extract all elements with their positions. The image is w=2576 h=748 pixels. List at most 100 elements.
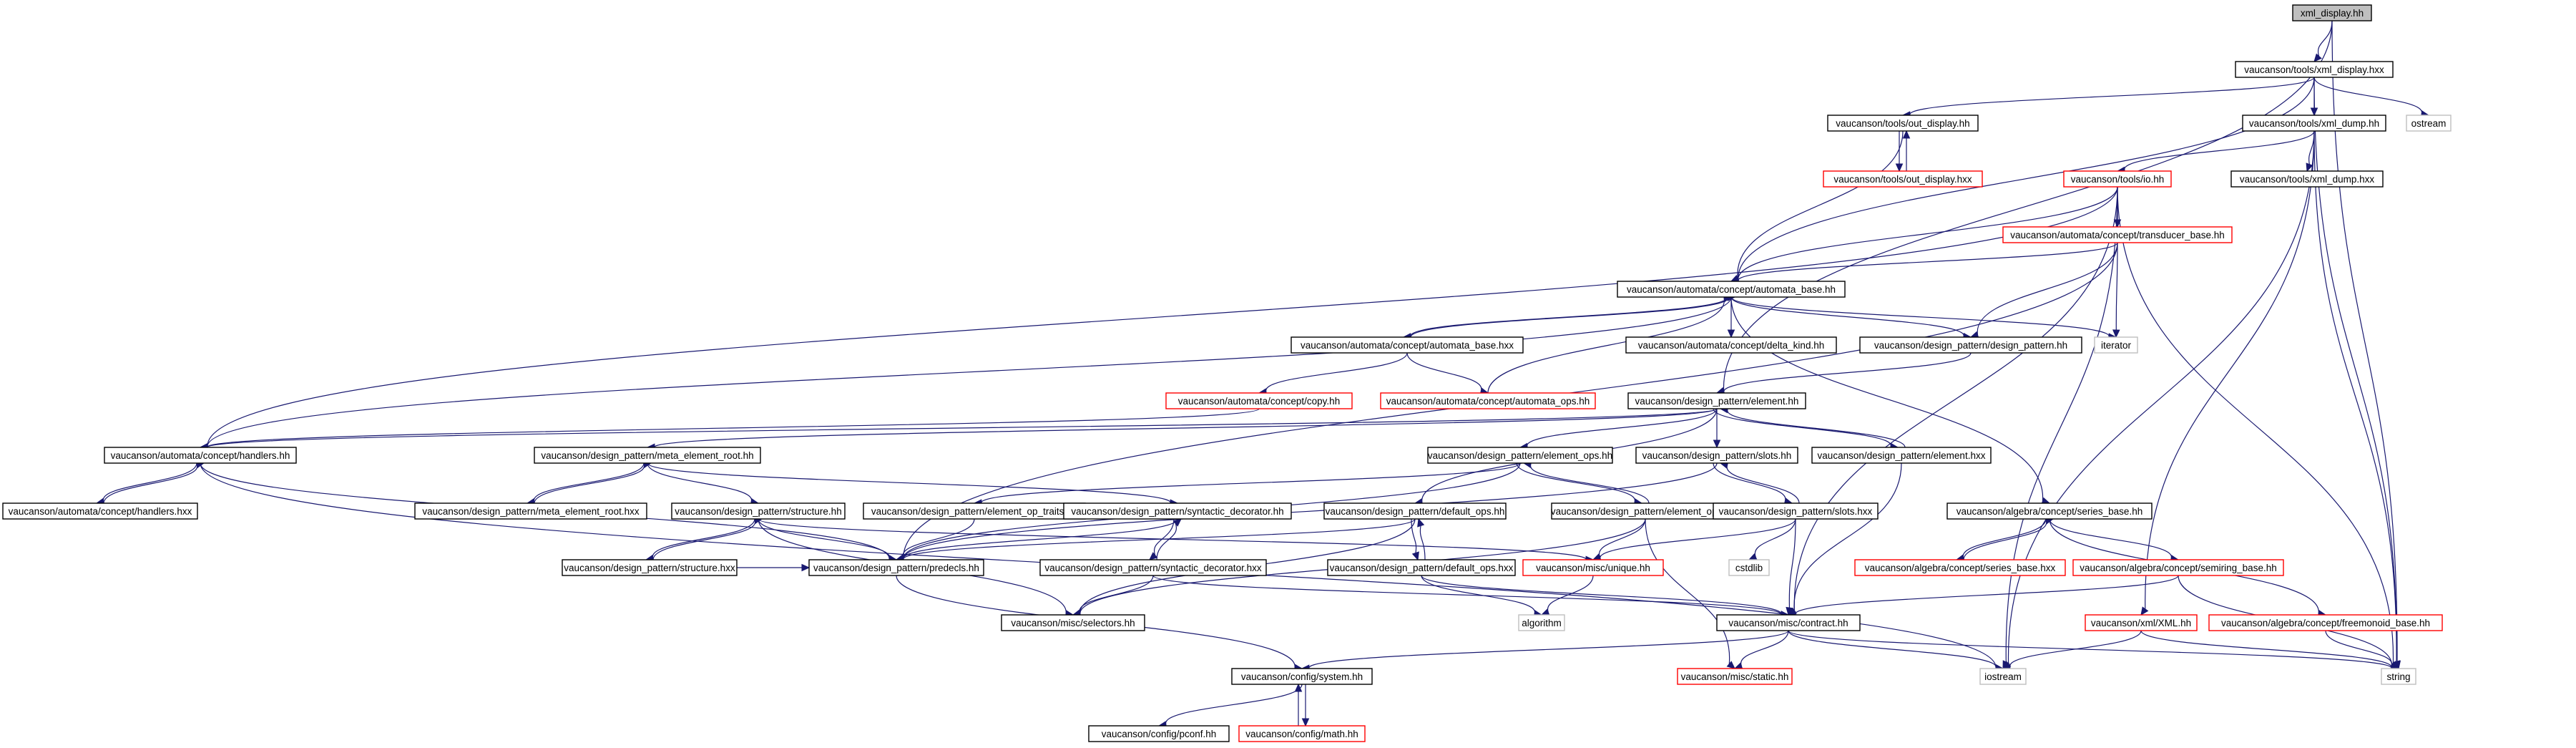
node-iostream[interactable]: iostream <box>1979 668 2027 685</box>
node-automata-ops-hh[interactable]: vaucanson/automata/concept/automata_ops.… <box>1380 392 1596 409</box>
edge-out-display-hh-to-automata-base-hh <box>1730 130 1904 282</box>
node-syntactic-decorator-hxx[interactable]: vaucanson/design_pattern/syntactic_decor… <box>1039 559 1267 576</box>
node-io-hh[interactable]: vaucanson/tools/io.hh <box>2063 170 2172 188</box>
edge-arrowhead <box>2140 606 2149 616</box>
edge-line <box>652 518 755 559</box>
node-handlers-hxx[interactable]: vaucanson/automata/concept/handlers.hxx <box>2 502 198 520</box>
node-meta-element-root-hxx[interactable]: vaucanson/design_pattern/meta_element_ro… <box>414 502 647 520</box>
node-box <box>2094 336 2138 354</box>
node-series-base-hxx[interactable]: vaucanson/algebra/concept/series_base.hx… <box>1854 559 2066 576</box>
node-label: vaucanson/design_pattern/slots.hh <box>1642 450 1792 461</box>
edge-line <box>2313 77 2422 115</box>
edge-line <box>1547 575 1594 613</box>
edge-default-ops-hxx-to-default-ops-hh <box>1417 518 1426 560</box>
node-out-display-hxx[interactable]: vaucanson/tools/out_display.hxx <box>1823 170 1983 188</box>
node-ostream[interactable]: ostream <box>2406 115 2452 132</box>
node-root[interactable]: xml_display.hh <box>2292 4 2372 21</box>
node-label: vaucanson/misc/static.hh <box>1681 671 1789 682</box>
edge-xml-display-hxx-to-string <box>2313 77 2401 670</box>
node-label: vaucanson/automata/concept/transducer_ba… <box>2010 230 2224 241</box>
edge-line <box>2331 20 2398 662</box>
node-series-base-hh[interactable]: vaucanson/algebra/concept/series_base.hh <box>1946 502 2153 520</box>
node-label: vaucanson/design_pattern/element.hxx <box>1818 450 1986 461</box>
edge-element-ops-hh-to-element-ops-hxx <box>1516 462 1643 506</box>
node-slots-hh[interactable]: vaucanson/design_pattern/slots.hh <box>1635 447 1798 464</box>
edge-line <box>2007 130 2315 664</box>
node-design-pattern-hh[interactable]: vaucanson/design_pattern/design_pattern.… <box>1859 336 2082 354</box>
edge-arrowhead <box>1726 661 1735 669</box>
node-element-op-traits-hh[interactable]: vaucanson/design_pattern/element_op_trai… <box>863 502 1086 520</box>
node-box <box>1854 559 2066 576</box>
node-freemonoid-base-hh[interactable]: vaucanson/algebra/concept/freemonoid_bas… <box>2208 614 2443 631</box>
edge-line <box>1730 296 1964 337</box>
node-xml-dump-hxx[interactable]: vaucanson/tools/xml_dump.hxx <box>2230 170 2384 188</box>
edge-automata-base-hh-to-series-base-hh <box>1730 296 2051 505</box>
edge-handlers-hxx-to-handlers-hh <box>103 460 205 504</box>
node-automata-base-hxx[interactable]: vaucanson/automata/concept/automata_base… <box>1291 336 1524 354</box>
node-out-display-hh[interactable]: vaucanson/tools/out_display.hh <box>1827 115 1979 132</box>
node-default-ops-hh[interactable]: vaucanson/design_pattern/default_ops.hh <box>1323 502 1507 520</box>
node-label: iostream <box>1984 671 2022 682</box>
node-semiring-base-hh[interactable]: vaucanson/algebra/concept/semiring_base.… <box>2072 559 2284 576</box>
edge-series-base-hh-to-semiring-base-hh <box>2049 518 2180 563</box>
node-pconf-hh[interactable]: vaucanson/config/pconf.hh <box>1088 725 1230 742</box>
edge-line <box>2313 77 2397 662</box>
node-label: vaucanson/design_pattern/default_ops.hxx <box>1330 563 1514 573</box>
node-system-hh[interactable]: vaucanson/config/system.hh <box>1231 668 1373 685</box>
edge-arrowhead <box>2002 660 2010 670</box>
edge-line <box>903 518 1416 560</box>
node-meta-element-root-hh[interactable]: vaucanson/design_pattern/meta_element_ro… <box>534 447 761 464</box>
node-element-ops-hxx[interactable]: vaucanson/design_pattern/element_ops.hxx <box>1551 502 1740 520</box>
edge-arrowhead <box>2306 162 2313 173</box>
node-xml-dump-hh[interactable]: vaucanson/tools/xml_dump.hh <box>2242 115 2386 132</box>
node-algorithm[interactable]: algorithm <box>1518 614 1565 631</box>
edge-default-ops-hxx-to-contract-hh <box>1421 575 1790 618</box>
node-predecls-hh[interactable]: vaucanson/design_pattern/predecls.hh <box>808 559 984 576</box>
node-string[interactable]: string <box>2381 668 2416 685</box>
node-element-ops-hh[interactable]: vaucanson/design_pattern/element_ops.hh <box>1427 447 1613 464</box>
edge-slots-hh-to-slots-hxx <box>1713 462 1793 505</box>
node-math-hh[interactable]: vaucanson/config/math.hh <box>1238 725 1366 742</box>
edge-line <box>534 464 645 504</box>
node-transducer-base-hh[interactable]: vaucanson/automata/concept/transducer_ba… <box>2002 226 2233 243</box>
node-structure-hh[interactable]: vaucanson/design_pattern/structure.hh <box>671 502 846 520</box>
edge-line <box>1516 462 1635 502</box>
node-static-hh[interactable]: vaucanson/misc/static.hh <box>1677 668 1793 685</box>
node-box <box>1827 115 1979 132</box>
node-iterator[interactable]: iterator <box>2094 336 2138 354</box>
node-default-ops-hxx[interactable]: vaucanson/design_pattern/default_ops.hxx <box>1327 559 1516 576</box>
node-label: cstdlib <box>1735 563 1763 573</box>
edge-line <box>1963 518 2047 558</box>
node-slots-hxx[interactable]: vaucanson/design_pattern/slots.hxx <box>1713 502 1879 520</box>
node-box <box>2292 4 2372 21</box>
edge-automata-base-hh-to-design-pattern-hh <box>1730 296 1972 341</box>
node-unique-hh[interactable]: vaucanson/misc/unique.hh <box>1522 559 1664 576</box>
node-xml-hh[interactable]: vaucanson/xml/XML.hh <box>2085 614 2198 631</box>
node-element-hh[interactable]: vaucanson/design_pattern/element.hh <box>1627 392 1806 409</box>
node-label: vaucanson/algebra/concept/series_base.hh <box>1957 506 2142 517</box>
node-syntactic-decorator-hh[interactable]: vaucanson/design_pattern/syntactic_decor… <box>1063 502 1292 520</box>
node-box <box>1165 392 1353 409</box>
node-element-hxx[interactable]: vaucanson/design_pattern/element.hxx <box>1811 447 1992 464</box>
edge-line <box>1793 186 2118 611</box>
node-contract-hh[interactable]: vaucanson/misc/contract.hh <box>1716 614 1861 631</box>
node-delta-kind-hh[interactable]: vaucanson/automata/concept/delta_kind.hh <box>1625 336 1837 354</box>
node-box <box>2381 668 2416 685</box>
node-selectors-hh[interactable]: vaucanson/misc/selectors.hh <box>1001 614 1145 631</box>
edge-xml-dump-hh-to-io-hh <box>2116 130 2315 175</box>
node-copy-hh[interactable]: vaucanson/automata/concept/copy.hh <box>1165 392 1353 409</box>
edge-element-hxx-to-element-hh <box>1719 405 1906 448</box>
edge-line <box>1909 77 2315 116</box>
node-box <box>1617 281 1846 298</box>
node-label: vaucanson/design_pattern/slots.hxx <box>1719 506 1873 517</box>
node-xml-display-hxx[interactable]: vaucanson/tools/xml_display.hxx <box>2235 61 2394 78</box>
node-automata-base-hh[interactable]: vaucanson/automata/concept/automata_base… <box>1617 281 1846 298</box>
edge-line <box>1795 575 2179 616</box>
node-structure-hxx[interactable]: vaucanson/design_pattern/structure.hxx <box>562 559 738 576</box>
node-cstdlib[interactable]: cstdlib <box>1728 559 1770 576</box>
edge-arrowhead <box>1149 552 1158 560</box>
edge-element-hh-to-handlers-hh <box>199 408 1718 452</box>
node-handlers-hh[interactable]: vaucanson/automata/concept/handlers.hh <box>104 447 297 464</box>
node-box <box>1291 336 1524 354</box>
node-label: vaucanson/automata/concept/automata_base… <box>1301 340 1514 351</box>
